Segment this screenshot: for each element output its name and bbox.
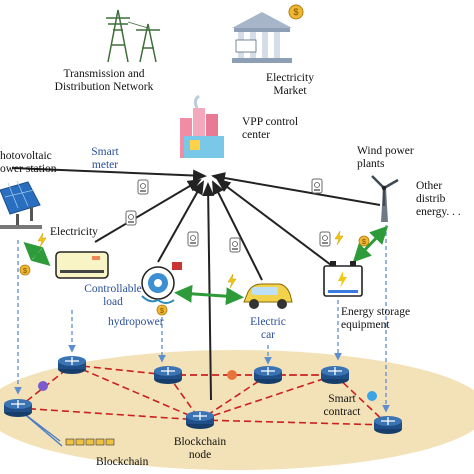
smart-meter-icon bbox=[311, 178, 323, 194]
hydropower-label: hydropower bbox=[108, 316, 164, 328]
smart-contract-label: Smart contract bbox=[323, 393, 361, 418]
storage-label: Energy storage equipment bbox=[341, 306, 411, 331]
controllable-load-label: Controllable load bbox=[84, 283, 142, 308]
pv-label: hotovoltaic ower station bbox=[0, 150, 57, 175]
link-pv-vpp bbox=[11, 167, 207, 182]
router-node-icon bbox=[153, 365, 183, 385]
transmission-tower-icon bbox=[106, 9, 160, 63]
smart-meter-icon bbox=[125, 210, 137, 226]
market-building-icon: $ bbox=[232, 4, 304, 63]
market-label: Electricity Market bbox=[266, 72, 314, 97]
lightning-icon bbox=[37, 232, 47, 248]
token-badge bbox=[227, 370, 237, 380]
control-center-icon bbox=[180, 94, 224, 158]
solar-panel-icon bbox=[0, 180, 42, 229]
vpp-label: VPP control center bbox=[242, 116, 299, 141]
smart-meter-icon bbox=[319, 231, 331, 247]
blockchain-platform bbox=[0, 350, 474, 470]
energy-flows bbox=[23, 225, 389, 306]
other-energy-label: Other distrib energy. . . bbox=[416, 180, 461, 218]
link-wind-vpp bbox=[211, 172, 381, 206]
smart-meter-icon bbox=[137, 179, 149, 195]
link-car-vpp bbox=[212, 180, 263, 281]
wind-label: Wind power plants bbox=[357, 145, 414, 170]
blockchain-chain bbox=[21, 411, 115, 447]
wind-turbine-icon bbox=[371, 175, 399, 222]
link-hydro-vpp bbox=[157, 180, 204, 263]
electric-car-icon bbox=[243, 283, 293, 309]
router-node-icon bbox=[253, 365, 283, 385]
link-storage-vpp bbox=[216, 178, 336, 269]
smart-meter-icon bbox=[187, 231, 199, 247]
electricity-label: Electricity bbox=[50, 226, 98, 238]
svg-text:$: $ bbox=[293, 7, 298, 17]
electric-car-label: Electric car bbox=[250, 316, 286, 341]
smart-meter-label: Smart meter bbox=[91, 146, 119, 171]
router-node-icon bbox=[185, 410, 215, 430]
coin-icon bbox=[156, 304, 168, 316]
token-badge bbox=[367, 391, 377, 401]
air-conditioner-icon bbox=[55, 251, 109, 279]
blockchain-node-label: Blockchain node bbox=[173, 436, 227, 461]
router-node-icon bbox=[320, 365, 350, 385]
token-badge bbox=[38, 381, 48, 391]
coin-icon bbox=[19, 264, 31, 276]
hydro-turbine-icon bbox=[141, 262, 182, 304]
blockchain-label: Blockchain bbox=[96, 456, 149, 468]
link-load-vpp bbox=[94, 178, 202, 243]
router-node-icon bbox=[3, 398, 33, 418]
lightning-icon bbox=[334, 230, 344, 246]
smart-meter-icon bbox=[229, 237, 241, 253]
router-node-icon bbox=[57, 355, 87, 375]
router-node-icon bbox=[373, 415, 403, 435]
lightning-icon bbox=[227, 273, 237, 289]
coin-icon bbox=[358, 235, 370, 247]
transmission-label: Transmission and Distribution Network bbox=[54, 68, 154, 93]
battery-icon bbox=[323, 261, 363, 297]
